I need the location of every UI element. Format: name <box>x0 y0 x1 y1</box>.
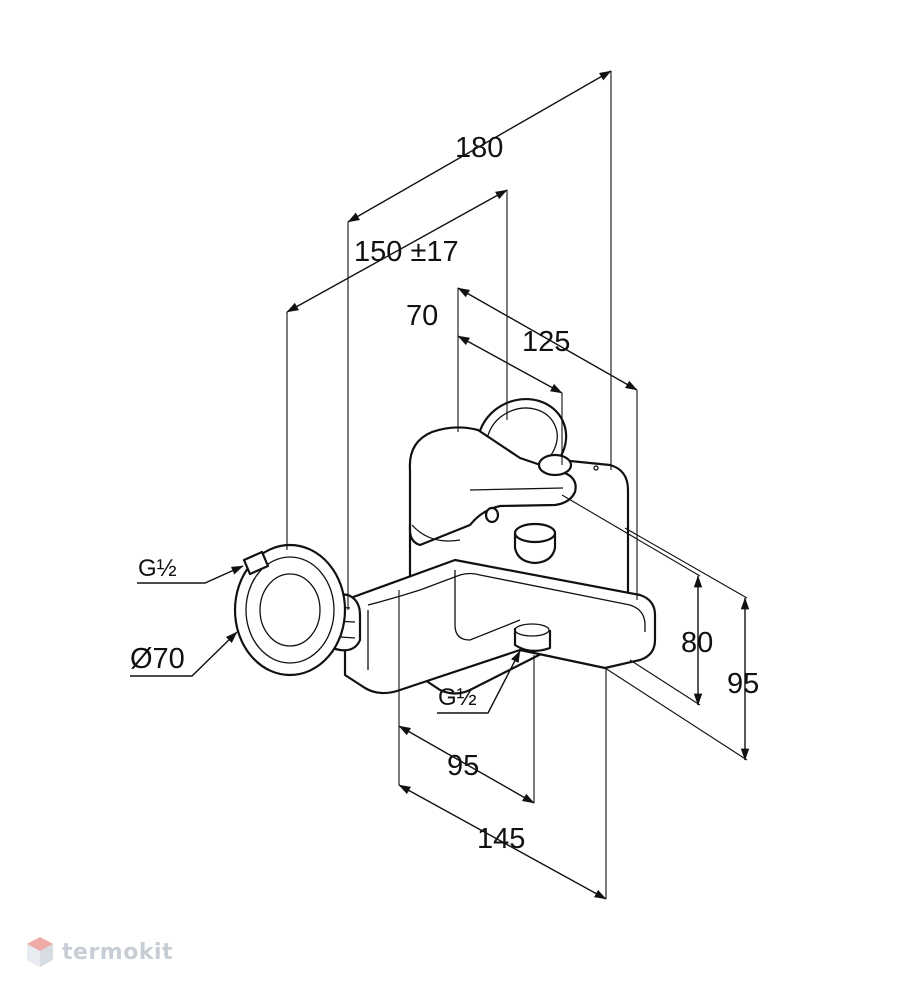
dimension-lines <box>130 70 750 900</box>
dim-125-line <box>457 287 638 391</box>
dim-150-line <box>286 189 508 313</box>
dim-150-label: 150 ±17 <box>354 236 459 268</box>
leader-outlet-thread <box>437 650 521 714</box>
lever-handle <box>408 426 577 547</box>
leader-diameter <box>130 631 238 677</box>
leader-inlet-thread <box>137 565 244 584</box>
inlet-thread <box>242 550 270 576</box>
outlet <box>513 623 552 652</box>
lever-pin <box>484 506 500 524</box>
top-cap <box>537 453 599 477</box>
dim-180-label: 180 <box>455 132 503 164</box>
front-rosette <box>233 543 347 677</box>
cube-icon <box>27 937 53 967</box>
dim-95h-label: 95 <box>447 750 479 782</box>
dim-70-label: 70 <box>406 300 438 332</box>
spout <box>343 558 657 695</box>
dim-80-ext-top <box>561 494 701 577</box>
dim-145-line <box>398 784 607 900</box>
dim-95v-ext-top <box>624 527 748 599</box>
diameter-label: Ø70 <box>130 643 185 675</box>
watermark-text: termokit <box>62 939 174 965</box>
dim-145-label: 145 <box>477 823 525 855</box>
dim-125-label: 125 <box>522 326 570 358</box>
dim-95v-ext-bottom <box>604 667 748 761</box>
watermark-logo: termokit <box>26 936 173 968</box>
faucet-body <box>233 397 657 695</box>
dim-95v-label: 95 <box>727 668 759 700</box>
diverter-knob <box>513 522 557 565</box>
dimension-labels: 180 150 ±17 70 125 80 95 95 145 G½ Ø70 G… <box>130 132 759 855</box>
inlet-thread-label: G½ <box>138 555 177 582</box>
dim-80-ext-bottom <box>629 659 701 706</box>
outlet-thread-label: G½ <box>438 684 477 711</box>
dim-80-label: 80 <box>681 627 713 659</box>
